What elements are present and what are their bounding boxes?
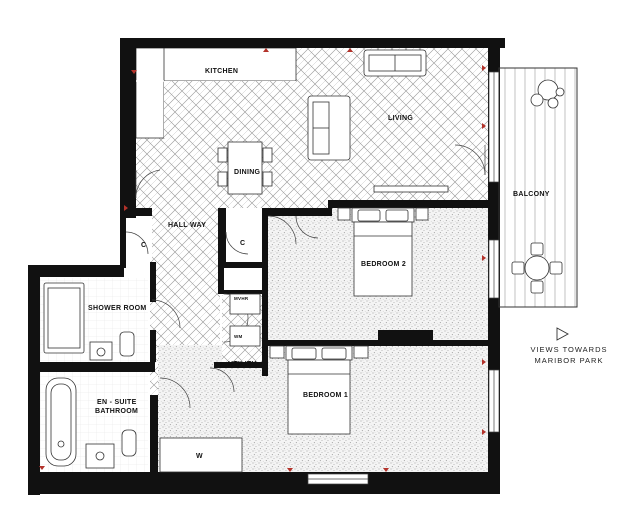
label-wardrobe: W [196, 453, 203, 460]
label-dining: DINING [234, 169, 261, 176]
label-ensuite-1: EN - SUITE [97, 399, 137, 406]
label-kitchen: KITCHEN [205, 68, 238, 75]
shower-room-fixtures [43, 282, 135, 361]
sofa-top [363, 49, 427, 77]
views-note-line-2: MARIBOR PARK [534, 356, 604, 365]
label-bedroom-2: BEDROOM 2 [361, 261, 406, 268]
label-cupboard-left: C [141, 242, 146, 249]
label-balcony: BALCONY [513, 191, 550, 198]
window-markers [39, 48, 486, 472]
bed-bedroom-1 [269, 345, 369, 435]
kitchen-floor-area [164, 81, 296, 138]
kitchen-counter [135, 47, 297, 139]
ensuite-fixtures [45, 377, 137, 469]
label-cupboard-right: C [240, 240, 245, 247]
views-note: VIEWS TOWARDS MARIBOR PARK [514, 344, 624, 366]
wardrobe [159, 437, 243, 473]
label-ensuite-2: BATHROOM [95, 408, 138, 415]
bed-bedroom-2 [337, 207, 429, 297]
label-wm: WM [234, 334, 243, 339]
balcony [498, 67, 578, 308]
sofa-left [307, 95, 351, 161]
label-living: LIVING [388, 115, 413, 122]
label-bedroom-1: BEDROOM 1 [303, 392, 348, 399]
dining-table [217, 141, 273, 195]
label-utility: UTILITY [228, 361, 257, 368]
label-mvhr: MVHR [234, 296, 249, 301]
label-hallway: HALL WAY [168, 222, 206, 229]
tv-unit [373, 185, 449, 193]
label-shower-room: SHOWER ROOM [88, 305, 147, 312]
utility-fittings [229, 293, 261, 347]
view-direction-arrow-icon [556, 327, 569, 341]
views-note-line-1: VIEWS TOWARDS [530, 345, 608, 354]
